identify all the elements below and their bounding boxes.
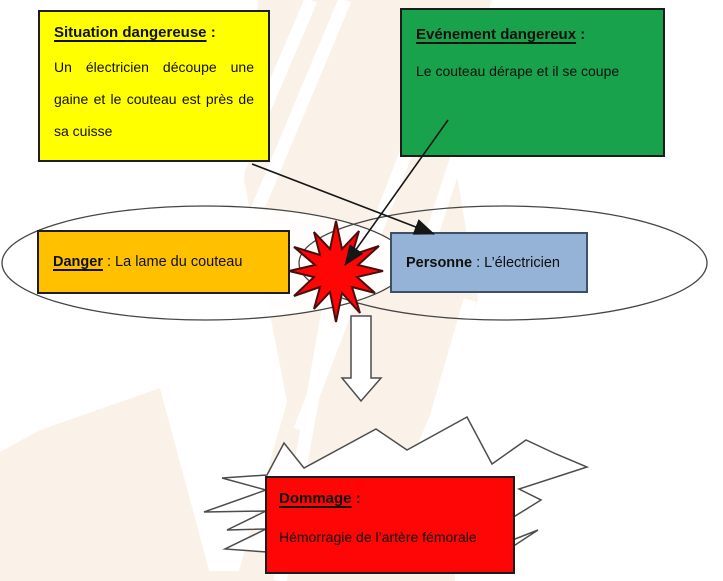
down-arrow — [340, 315, 383, 403]
danger-text: Danger : La lame du couteau — [53, 254, 243, 270]
evenement-title: Evénement dangereux : — [416, 26, 586, 43]
situation-title: Situation dangereuse : — [54, 24, 216, 41]
arrow-situation-to-personne — [251, 163, 435, 235]
evenement-body: Le couteau dérape et il se coupe — [416, 63, 620, 79]
dommage-title: Dommage : — [279, 490, 361, 507]
personne-text: Personne : L’électricien — [406, 254, 560, 271]
situation-dangereuse-box: Situation dangereuse : Un électricien dé… — [38, 10, 270, 162]
personne-box: Personne : L’électricien — [390, 232, 588, 293]
impact-star — [288, 220, 384, 323]
danger-box: Danger : La lame du couteau — [37, 230, 290, 294]
situation-body: Un électricien découpe une gaine et le c… — [54, 59, 254, 139]
dommage-body: Hémorragie de l’artère fémorale — [279, 529, 477, 545]
evenement-dangereux-box: Evénement dangereux : Le couteau dérape … — [400, 8, 665, 157]
dommage-box: Dommage : Hémorragie de l’artère fémoral… — [265, 476, 515, 574]
